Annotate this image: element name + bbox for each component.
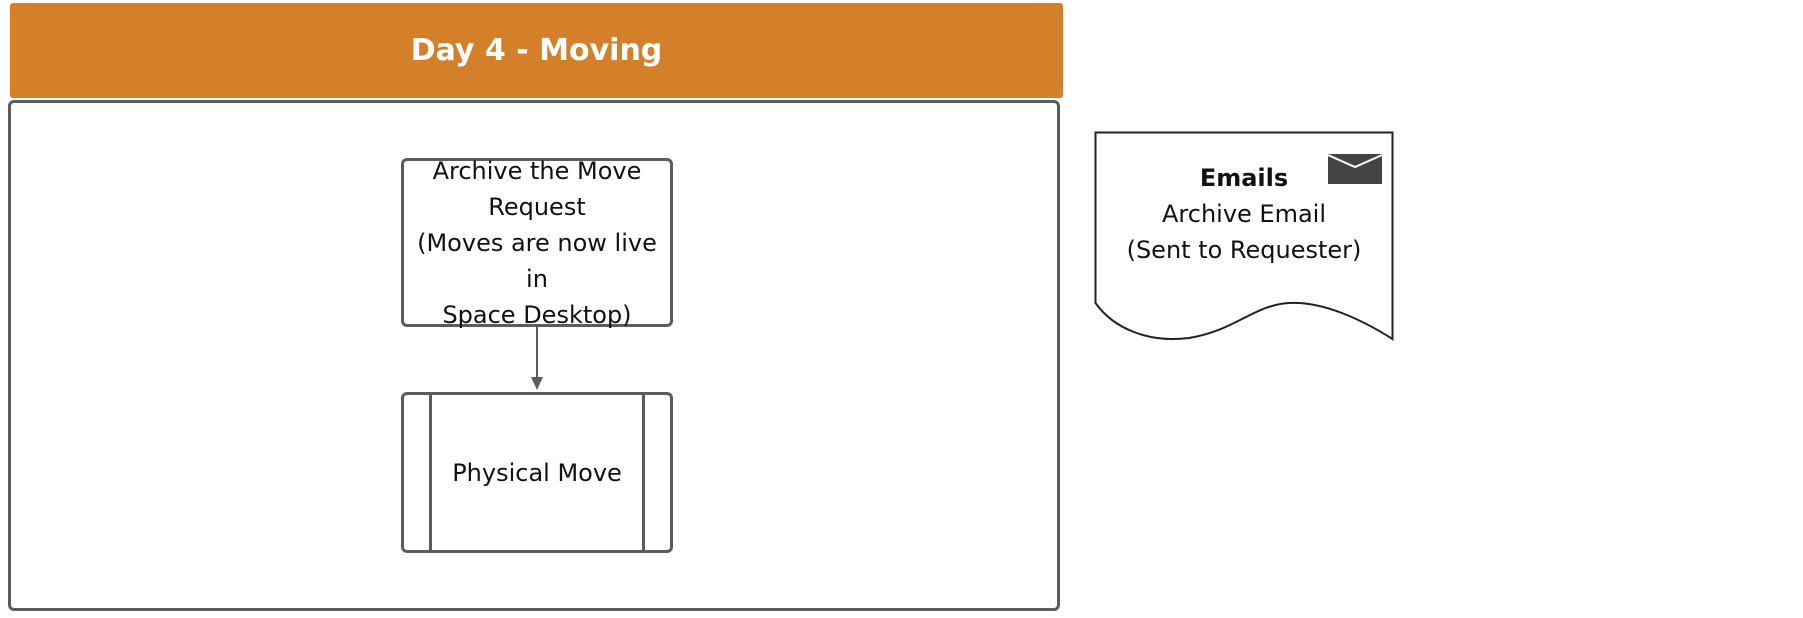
- process-line-2: Request: [488, 192, 586, 221]
- document-text: Emails Archive Email (Sent to Requester): [1110, 160, 1378, 268]
- document-shape-emails[interactable]: [1094, 131, 1394, 341]
- process-line-1: Archive the Move: [432, 156, 642, 185]
- subprocess-right-bar: [642, 395, 645, 550]
- process-box-text: Archive the Move Request (Moves are now …: [410, 153, 664, 333]
- document-title: Emails: [1199, 164, 1289, 192]
- process-line-4: Space Desktop): [442, 300, 632, 329]
- lane-title: Day 4 - Moving: [410, 33, 663, 68]
- process-box-archive-move-request[interactable]: Archive the Move Request (Moves are now …: [401, 157, 673, 329]
- document-line-1: Archive Email: [1161, 200, 1326, 228]
- lane-header: Day 4 - Moving: [10, 3, 1063, 98]
- document-line-2: (Sent to Requester): [1126, 236, 1362, 264]
- process-line-3: (Moves are now live in: [417, 228, 657, 293]
- subprocess-box-physical-move[interactable]: Physical Move: [401, 392, 673, 553]
- subprocess-left-bar: [429, 395, 432, 550]
- subprocess-label: Physical Move: [452, 458, 622, 487]
- envelope-icon: [1328, 154, 1382, 184]
